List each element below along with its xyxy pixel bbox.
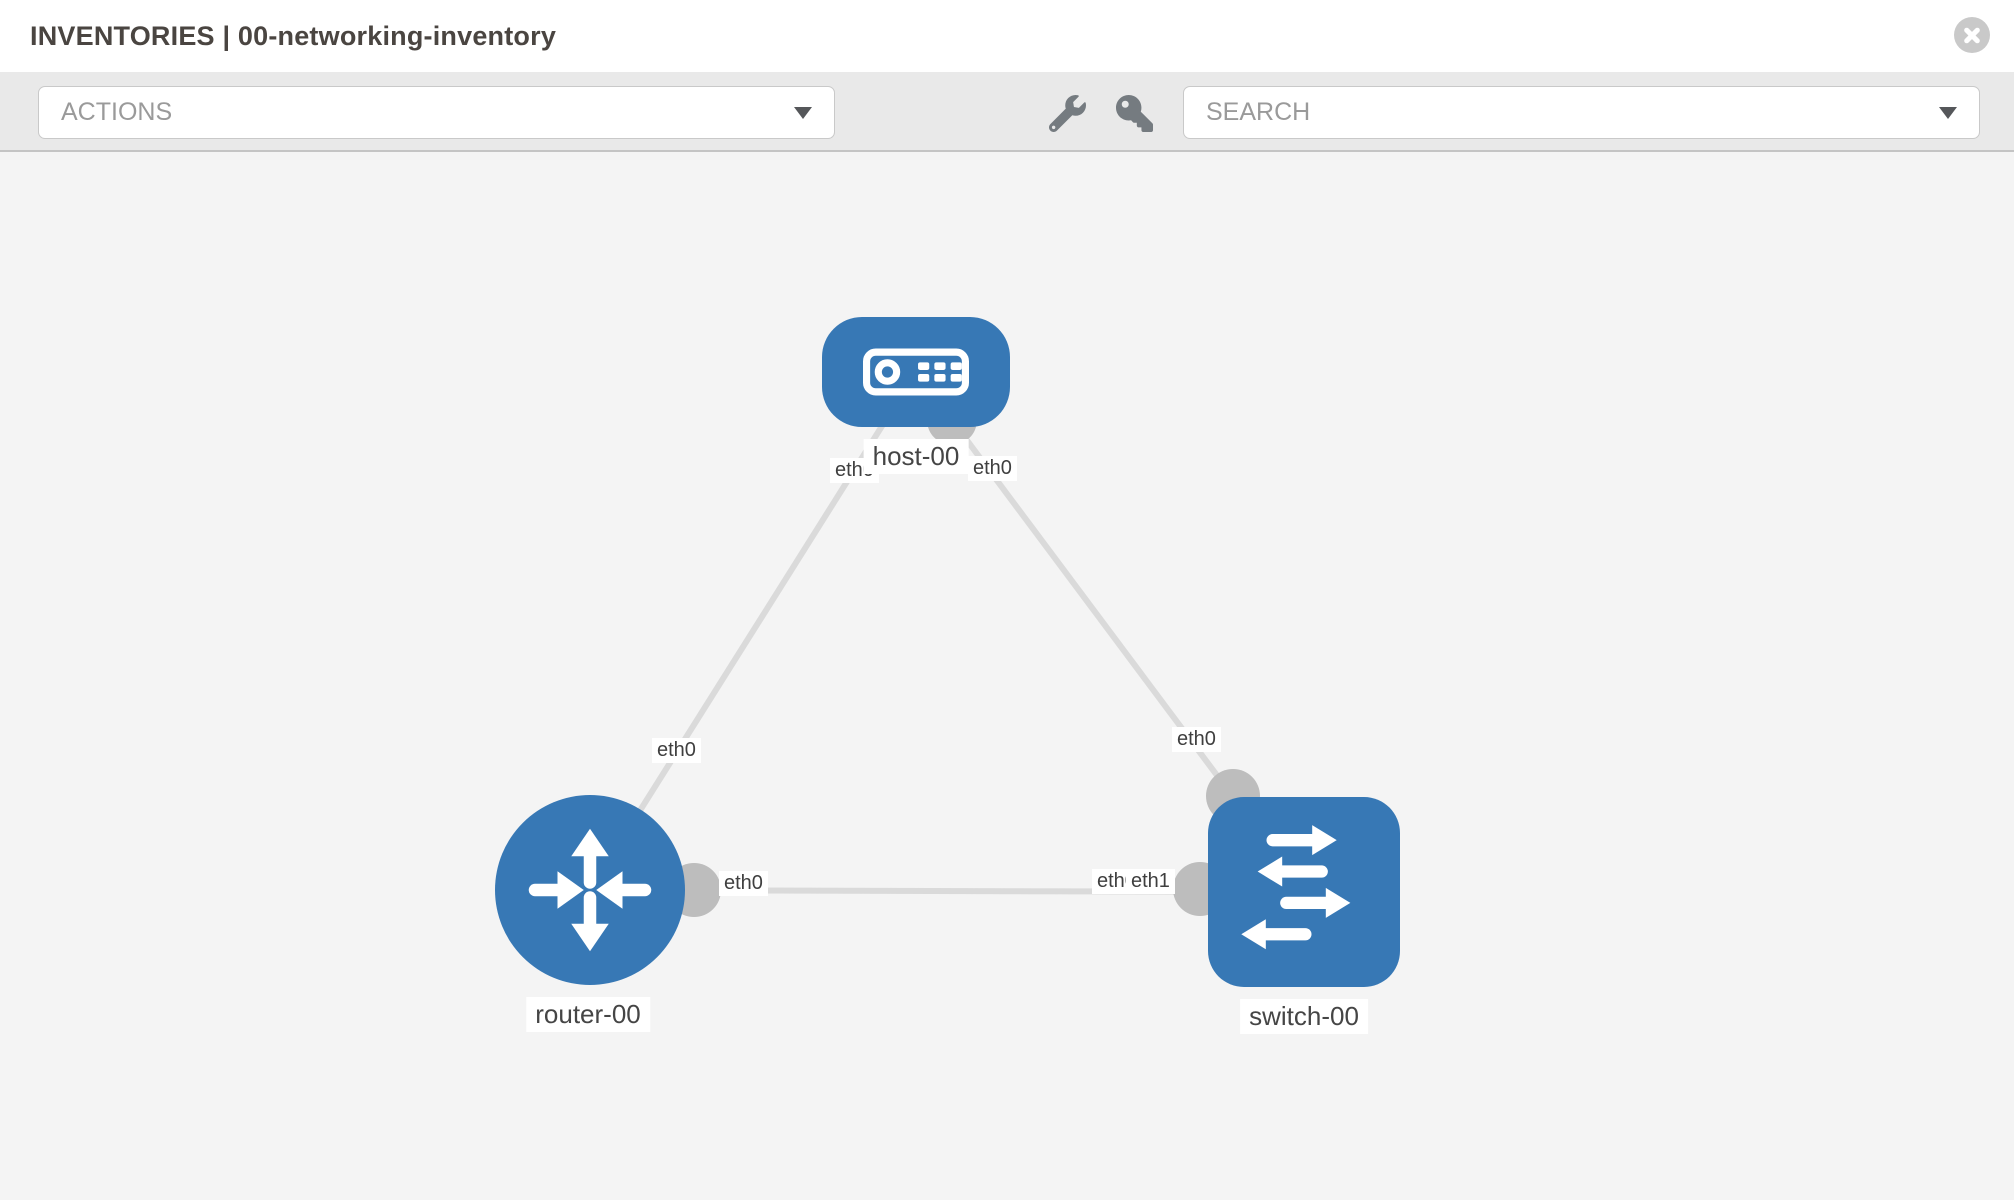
node-label-host: host-00 (863, 439, 969, 474)
credentials-button[interactable] (1116, 95, 1153, 132)
interface-label: eth1 (1126, 869, 1175, 894)
switch-icon (1241, 825, 1351, 950)
chevron-down-icon (1939, 107, 1957, 119)
interface-label: eth0 (652, 738, 701, 763)
node-switch-00[interactable] (1208, 797, 1400, 987)
interface-label: eth0 (719, 871, 768, 896)
host-icon (863, 348, 969, 396)
chevron-down-icon (794, 107, 812, 119)
search-dropdown[interactable]: SEARCH (1183, 86, 1980, 139)
interface-label: eth0 (1172, 727, 1221, 752)
node-label-switch: switch-00 (1240, 999, 1368, 1034)
topology-toolbar: ACTIONS SEARCH (0, 72, 2014, 152)
key-icon (1116, 95, 1153, 132)
breadcrumb-header: INVENTORIES | 00-networking-inventory (0, 0, 2014, 72)
interface-label: eth0 (968, 456, 1017, 481)
router-icon (528, 828, 652, 952)
topology-canvas[interactable]: host-00 router-00 switch-00 eth0 eth0 et… (0, 152, 2014, 1200)
node-router-00[interactable] (495, 795, 685, 985)
close-button[interactable] (1954, 17, 1990, 53)
topology-links-layer (587, 370, 1307, 917)
actions-dropdown-label: ACTIONS (61, 98, 173, 126)
search-dropdown-label: SEARCH (1206, 98, 1311, 126)
actions-dropdown[interactable]: ACTIONS (38, 86, 835, 139)
page-title: INVENTORIES | 00-networking-inventory (30, 21, 557, 51)
node-label-router: router-00 (526, 997, 650, 1032)
configure-button[interactable] (1048, 95, 1086, 133)
node-host-00[interactable] (822, 317, 1010, 427)
wrench-icon (1048, 95, 1086, 133)
